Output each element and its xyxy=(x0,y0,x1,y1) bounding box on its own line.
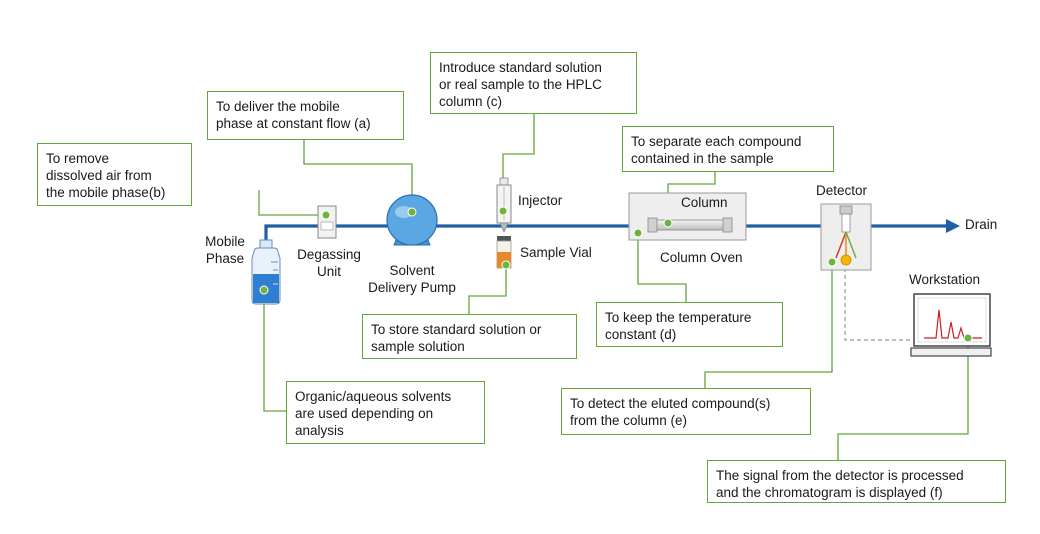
leader-detector xyxy=(704,262,833,388)
anchor-dots xyxy=(259,206,973,343)
label-column: Column xyxy=(681,195,728,210)
callout-oven: To keep the temperature constant (d) xyxy=(596,302,783,347)
leader-oven xyxy=(637,233,687,302)
callout-detector: To detect the eluted compound(s) from th… xyxy=(561,388,811,435)
leader-workstation xyxy=(837,338,969,460)
label-drain: Drain xyxy=(965,217,998,232)
callout-column: To separate each compound contained in t… xyxy=(622,126,834,172)
callout-workstation: The signal from the detector is processe… xyxy=(707,460,1006,503)
leader-degasser xyxy=(258,190,326,216)
label-sample-vial: Sample Vial xyxy=(520,245,592,260)
label-degassing-unit: Degassing Unit xyxy=(297,247,361,279)
callout-injector: Introduce standard solution or real samp… xyxy=(430,52,637,114)
label-mobile-phase: Mobile Phase xyxy=(205,234,245,266)
callout-solvents: Organic/aqueous solvents are used depend… xyxy=(286,381,485,444)
chromatogram-peaks xyxy=(924,309,982,339)
workstation-icon xyxy=(910,293,992,357)
label-detector: Detector xyxy=(816,183,868,198)
label-workstation: Workstation xyxy=(909,272,981,287)
signal-line xyxy=(844,268,912,341)
label-injector: Injector xyxy=(518,193,563,208)
callout-vial: To store standard solution or sample sol… xyxy=(362,314,577,359)
leader-vial xyxy=(468,268,507,314)
injector-icon xyxy=(496,177,512,233)
label-pump: Solvent Delivery Pump xyxy=(368,263,456,295)
drain-arrow xyxy=(946,219,960,233)
leader-solvents xyxy=(263,290,286,412)
column-oven-icon xyxy=(628,192,747,241)
leader-lines xyxy=(258,113,969,460)
solvent-bottle-icon xyxy=(251,239,281,305)
label-column-oven: Column Oven xyxy=(660,250,743,265)
callout-pump: To deliver the mobile phase at constant … xyxy=(207,91,404,140)
pump-icon xyxy=(386,194,438,246)
leader-pump xyxy=(303,140,413,212)
callout-degasser: To remove dissolved air from the mobile … xyxy=(37,143,192,206)
